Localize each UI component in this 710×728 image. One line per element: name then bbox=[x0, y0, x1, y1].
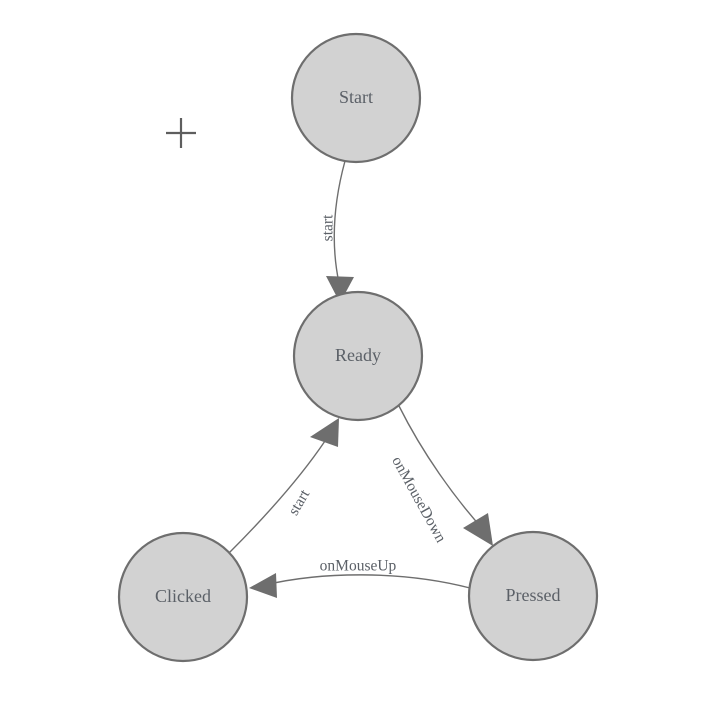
edge-path-clicked-to-ready[interactable] bbox=[228, 440, 326, 554]
edge-path-pressed-to-clicked[interactable] bbox=[264, 574, 471, 589]
arrowhead-ready-to-pressed bbox=[463, 513, 493, 546]
arrowhead-pressed-to-clicked bbox=[249, 573, 277, 598]
plus-marker-icon[interactable] bbox=[166, 118, 196, 148]
node-label-pressed: Pressed bbox=[506, 585, 561, 605]
node-start[interactable]: Start bbox=[290, 32, 422, 164]
node-clicked[interactable]: Clicked bbox=[117, 531, 249, 663]
node-circle-ready[interactable] bbox=[292, 290, 424, 422]
edge-clicked-to-ready[interactable]: start bbox=[228, 418, 339, 554]
edge-label-clicked-to-ready: start bbox=[285, 486, 313, 518]
edge-ready-to-pressed[interactable]: onMouseDown bbox=[388, 405, 493, 546]
node-label-ready: Ready bbox=[335, 345, 381, 365]
edge-start-to-ready[interactable]: start bbox=[320, 160, 354, 303]
node-ready[interactable]: Ready bbox=[292, 290, 424, 422]
node-circle-start[interactable] bbox=[290, 32, 422, 164]
edge-label-ready-to-pressed: onMouseDown bbox=[388, 454, 449, 546]
edge-path-start-to-ready[interactable] bbox=[333, 160, 346, 284]
edge-pressed-to-clicked[interactable]: onMouseUp bbox=[249, 558, 471, 598]
node-label-start: Start bbox=[339, 87, 373, 107]
node-pressed[interactable]: Pressed bbox=[467, 530, 599, 662]
edge-label-pressed-to-clicked: onMouseUp bbox=[320, 558, 397, 575]
arrowhead-start-to-ready bbox=[326, 276, 354, 303]
edge-label-start-to-ready: start bbox=[320, 214, 337, 241]
node-circle-clicked[interactable] bbox=[117, 531, 249, 663]
arrowhead-clicked-to-ready bbox=[310, 418, 339, 447]
node-label-clicked: Clicked bbox=[155, 586, 211, 606]
node-circle-pressed[interactable] bbox=[467, 530, 599, 662]
